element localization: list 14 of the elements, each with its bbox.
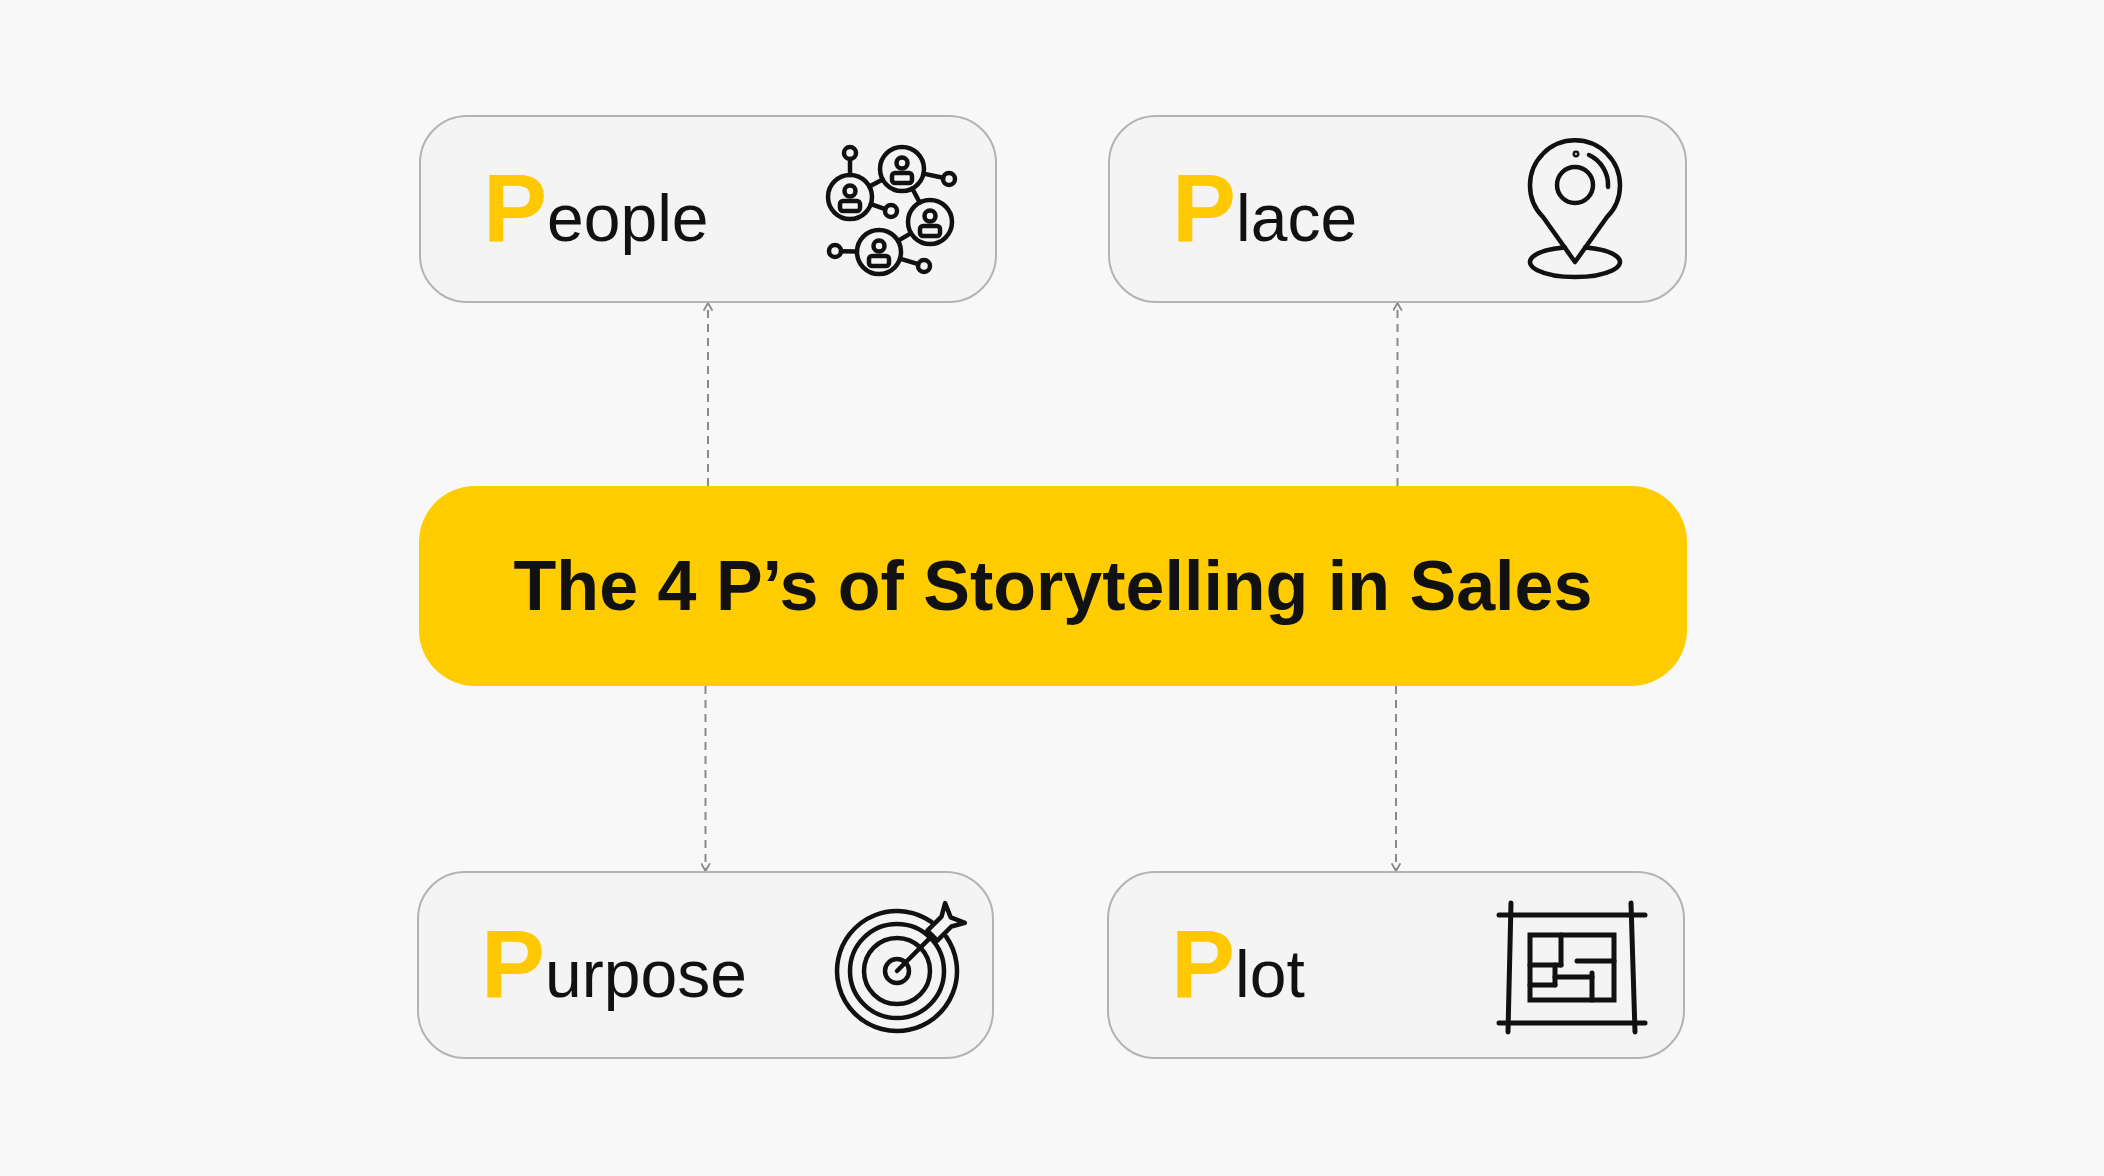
category-card [1107, 871, 1685, 1059]
dashed-arrow [703, 302, 713, 487]
card-label: People [483, 160, 709, 256]
card-label: Plot [1171, 916, 1305, 1012]
dashed-arrow [1392, 302, 1403, 487]
banner-title: The 4 P’s of Storytelling in Sales [513, 545, 1593, 627]
title-banner [419, 486, 1687, 686]
dashed-arrow [700, 685, 711, 872]
category-card [417, 871, 994, 1059]
category-card [1108, 115, 1687, 303]
card-label: Place [1172, 160, 1358, 256]
category-card [419, 115, 997, 303]
card-label: Purpose [481, 916, 747, 1012]
dashed-arrow [1391, 685, 1401, 872]
